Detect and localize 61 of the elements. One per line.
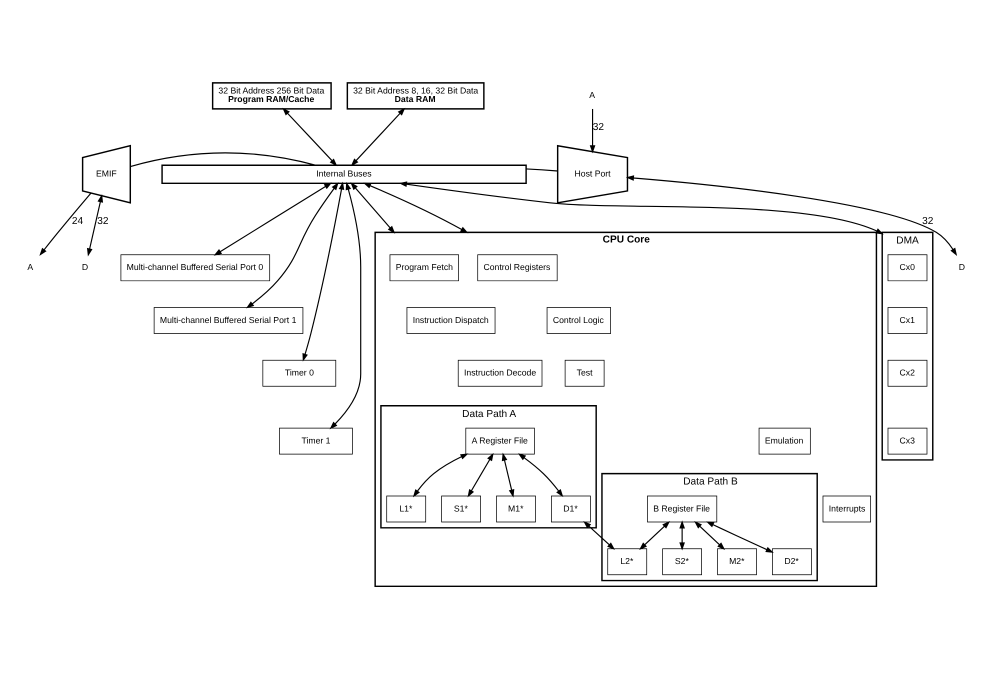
arrow xyxy=(282,107,338,166)
node-text: A xyxy=(589,90,596,100)
node-box: Cx1 xyxy=(888,306,928,334)
edge-label: 24 xyxy=(72,215,84,226)
connector xyxy=(130,152,316,167)
node-box: Control Registers xyxy=(477,254,558,281)
node-box: L1* xyxy=(386,495,426,522)
arrow xyxy=(468,452,494,497)
arrow xyxy=(679,520,685,550)
arrow xyxy=(583,520,616,550)
node-box: A Register File xyxy=(465,427,535,454)
node-box: Emulation xyxy=(758,427,811,454)
node-box: Timer 1 xyxy=(279,427,353,454)
connector xyxy=(526,168,558,172)
node-box: Interrupts xyxy=(822,495,871,522)
node-box: Internal Buses xyxy=(161,164,527,184)
node-box: 32 Bit Address 8, 16, 32 Bit Data Data RAM xyxy=(346,82,485,110)
node-box: Instruction Decode xyxy=(458,359,542,386)
arrow xyxy=(302,181,344,362)
node-box: Timer 0 xyxy=(262,359,336,386)
node-box: D1* xyxy=(551,495,591,522)
node-box: Multi-channel Buffered Serial Port 1 xyxy=(154,306,304,334)
arrow xyxy=(626,174,958,256)
node-box: 32 Bit Address 256 Bit Data Program RAM/Cache xyxy=(212,82,332,110)
node-box: S1* xyxy=(441,495,481,522)
node-box: Cx2 xyxy=(888,359,928,386)
node-box: Cx0 xyxy=(888,254,928,281)
arrow xyxy=(39,192,92,256)
node-box: Test xyxy=(564,359,604,386)
arrow xyxy=(694,520,726,550)
arrow xyxy=(590,108,596,153)
arrow xyxy=(330,181,362,429)
node-text: A xyxy=(27,262,34,272)
arrow xyxy=(350,182,396,234)
node-box: Instruction Dispatch xyxy=(406,306,496,334)
node-box: Multi-channel Buffered Serial Port 0 xyxy=(120,254,270,281)
edge-label: 32 xyxy=(97,215,108,226)
arrow xyxy=(412,452,469,497)
arrow xyxy=(518,452,564,497)
node-box: D2* xyxy=(772,548,812,575)
edge-label: 32 xyxy=(592,121,604,132)
edge-label: 32 xyxy=(922,215,934,226)
arrow xyxy=(502,452,514,498)
arrow xyxy=(362,182,468,233)
node-text: D xyxy=(958,262,966,272)
arrow xyxy=(639,520,670,550)
node-box: M2* xyxy=(717,548,757,575)
node-box: S2* xyxy=(662,548,702,575)
node-box: L2* xyxy=(607,548,648,575)
node-box: Control Logic xyxy=(546,306,611,334)
arrow xyxy=(398,180,884,234)
node-box: B Register File xyxy=(647,495,718,522)
arrow xyxy=(214,182,332,256)
node-box: Program Fetch xyxy=(390,254,459,281)
arrow xyxy=(350,107,406,166)
node-text: D xyxy=(82,262,88,272)
arrow xyxy=(706,520,774,552)
node-box: M1* xyxy=(496,495,536,522)
arrow xyxy=(86,194,104,256)
arrow xyxy=(246,182,339,308)
node-box: Cx3 xyxy=(888,427,928,454)
